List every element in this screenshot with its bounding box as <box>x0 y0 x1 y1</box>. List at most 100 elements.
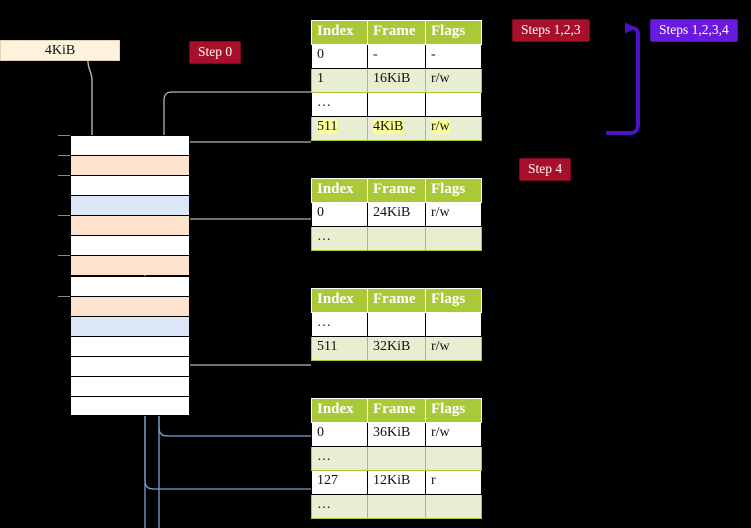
memory-frame-12 <box>70 375 190 396</box>
header-flags: Flags <box>425 398 482 423</box>
cell-frame <box>367 91 426 117</box>
cell-frame <box>367 311 426 337</box>
table-row: 511 4KiB r/w <box>311 115 482 141</box>
highlighted-value: 511 <box>317 119 338 135</box>
header-frame: Frame <box>367 20 426 45</box>
cell-frame <box>367 225 426 251</box>
header-frame: Frame <box>367 398 426 423</box>
table-header-row: Index Frame Flags <box>311 20 482 45</box>
memory-frame-13 <box>70 395 190 416</box>
wire-table2-row511 <box>170 308 311 366</box>
memory-frame-6 <box>70 255 190 276</box>
cell-frame: 24KiB <box>367 201 426 227</box>
cell-index: 0 <box>311 201 368 227</box>
highlighted-value: 4KiB <box>373 119 404 135</box>
badge-steps-1234: Steps 1,2,3,4 <box>650 19 738 42</box>
cell-index: 127 <box>311 469 368 495</box>
table-row: … <box>311 445 482 471</box>
table-row: … <box>311 493 482 519</box>
memory-frame-4 <box>70 215 190 236</box>
header-frame: Frame <box>367 178 426 203</box>
memory-frame-0 <box>70 135 190 156</box>
header-flags: Flags <box>425 178 482 203</box>
memory-frame-column <box>70 135 190 416</box>
cell-index: … <box>311 311 368 337</box>
cell-index: 511 <box>311 335 368 361</box>
memory-tick-1 <box>58 155 70 157</box>
header-flags: Flags <box>425 20 482 45</box>
memory-frame-7 <box>70 275 190 296</box>
cell-flags: r/w <box>425 421 482 447</box>
header-index: Index <box>311 398 368 423</box>
cell-frame <box>367 445 426 471</box>
cell-flags: r/w <box>425 115 482 141</box>
header-index: Index <box>311 288 368 313</box>
memory-frame-5 <box>70 235 190 256</box>
cell-index: … <box>311 445 368 471</box>
memory-tick-0 <box>58 135 70 136</box>
cell-frame: 16KiB <box>367 67 426 93</box>
memory-frame-8 <box>70 295 190 316</box>
cell-flags <box>425 445 482 471</box>
cell-index: … <box>311 225 368 251</box>
cell-flags: r/w <box>425 335 482 361</box>
cell-flags: r/w <box>425 67 482 93</box>
badge-step-0: Step 0 <box>189 41 242 64</box>
cell-index: 1 <box>311 67 368 93</box>
memory-frame-1 <box>70 155 190 176</box>
cell-flags <box>425 493 482 519</box>
cell-frame <box>367 493 426 519</box>
memory-frame-2 <box>70 175 190 196</box>
cell-flags <box>425 311 482 337</box>
cell-index: 0 <box>311 421 368 447</box>
cell-frame: 36KiB <box>367 421 426 447</box>
table-row: … <box>311 225 482 251</box>
memory-frame-10 <box>70 335 190 356</box>
cell-flags <box>425 91 482 117</box>
cell-flags <box>425 225 482 251</box>
size-label-4kib: 4KiB <box>0 40 120 61</box>
cell-flags: r <box>425 469 482 495</box>
header-index: Index <box>311 20 368 45</box>
memory-tick-4 <box>58 215 70 217</box>
cell-frame: - <box>367 43 426 69</box>
memory-frame-11 <box>70 355 190 376</box>
memory-tick-2 <box>58 175 70 177</box>
table-row: … <box>311 91 482 117</box>
badge-steps-123: Steps 1,2,3 <box>512 19 590 42</box>
cell-frame: 4KiB <box>367 115 426 141</box>
cell-frame: 12KiB <box>367 469 426 495</box>
table-row: 0-- <box>311 43 482 69</box>
wire-table0-row511 <box>176 141 311 168</box>
cell-index: 0 <box>311 43 368 69</box>
wire-4kib-to-memory <box>87 60 99 150</box>
highlighted-value: r/w <box>431 119 450 135</box>
header-frame: Frame <box>367 288 426 313</box>
cell-index: … <box>311 493 368 519</box>
header-flags: Flags <box>425 288 482 313</box>
cell-flags: r/w <box>425 201 482 227</box>
memory-frame-3 <box>70 195 190 216</box>
memory-tick-6 <box>58 255 70 257</box>
wire-steps-loop <box>606 22 640 135</box>
badge-step-4: Step 4 <box>519 158 572 181</box>
wire-table1-row0 <box>176 218 311 254</box>
header-index: Index <box>311 178 368 203</box>
table-header-row: Index Frame Flags <box>311 178 482 203</box>
memory-tick-8 <box>58 295 70 297</box>
table-row: … <box>311 311 482 337</box>
